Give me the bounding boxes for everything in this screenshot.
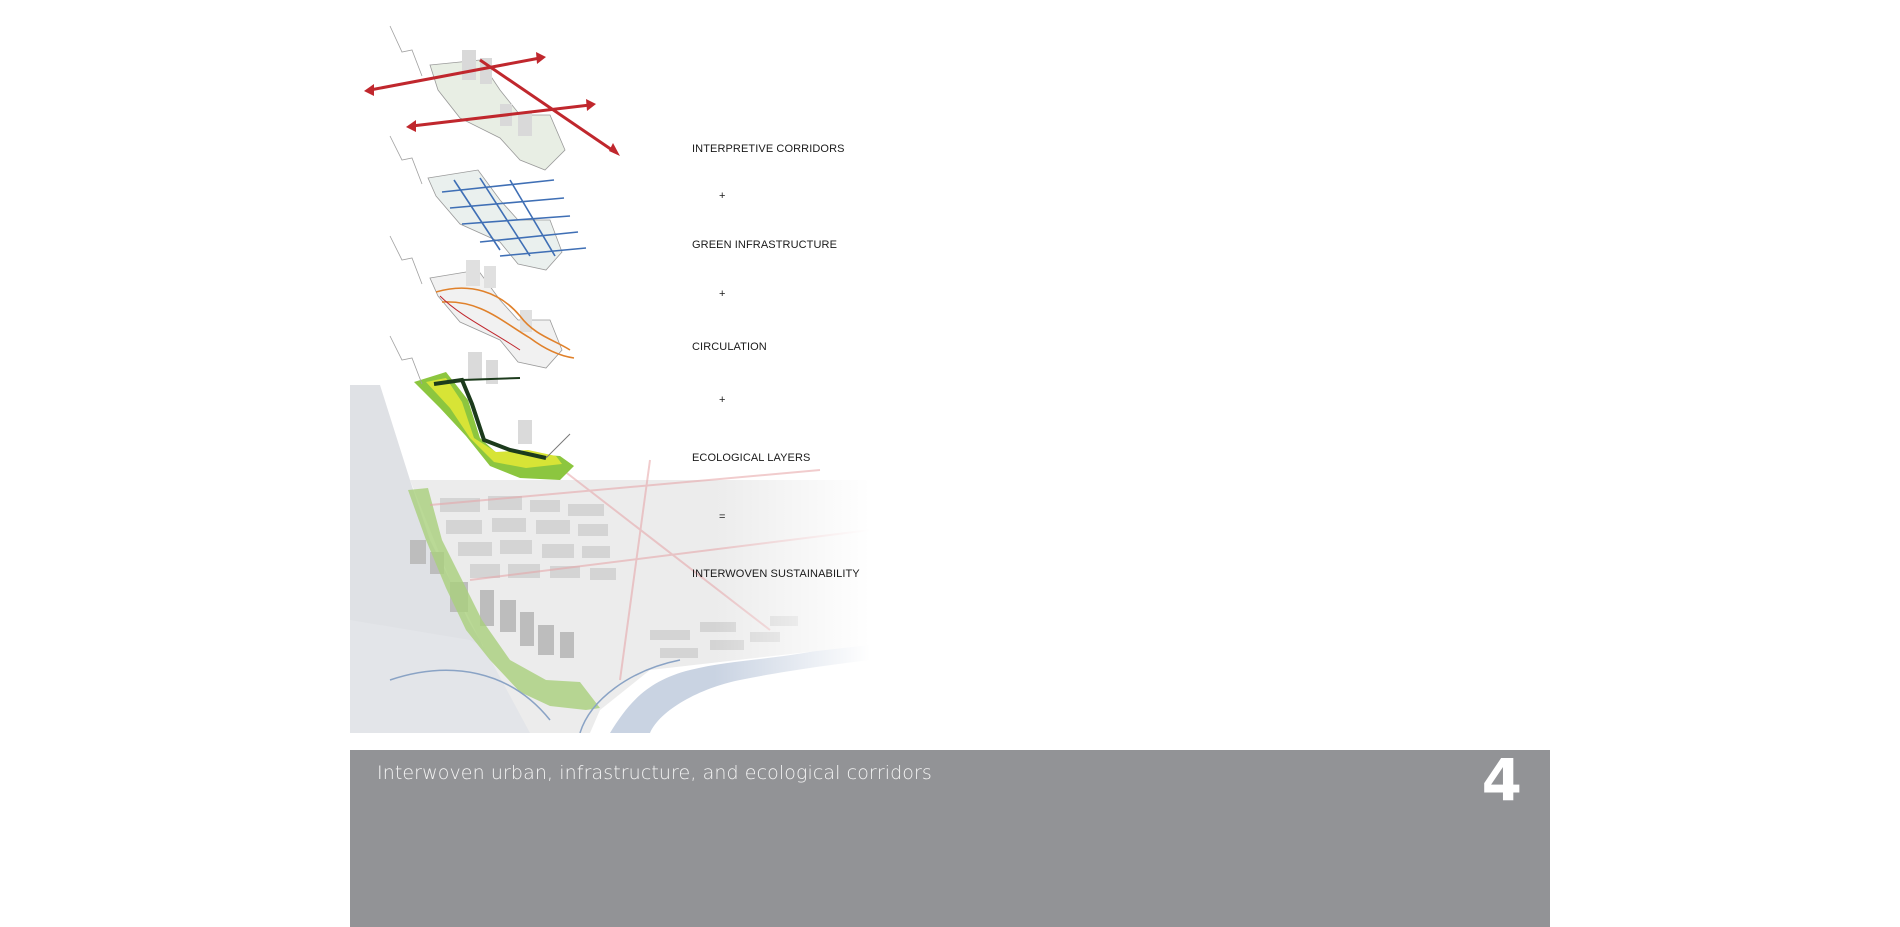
layer-ecological: [389, 335, 574, 480]
base-city-map: [350, 385, 870, 733]
equals-operator: =: [719, 511, 726, 523]
layer-label-circulation: CIRCULATION: [692, 341, 767, 353]
layer-label-ecological-layers: ECOLOGICAL LAYERS: [692, 452, 811, 464]
caption-band: Interwoven urban, infrastructure, and ec…: [350, 746, 1550, 927]
layer-green-infrastructure: [389, 135, 587, 271]
page-number: 4: [1481, 746, 1522, 814]
layer-circulation: [389, 235, 575, 369]
layer-interpretive-corridors: [364, 25, 620, 171]
plus-operator-1: +: [719, 190, 726, 202]
layer-label-green-infrastructure: GREEN INFRASTRUCTURE: [692, 239, 838, 251]
plus-operator-3: +: [719, 394, 726, 406]
plus-operator-2: +: [719, 288, 726, 300]
figure-caption: Interwoven urban, infrastructure, and ec…: [377, 762, 932, 784]
result-label-interwoven-sustainability: INTERWOVEN SUSTAINABILITY: [692, 568, 860, 580]
layer-label-interpretive-corridors: INTERPRETIVE CORRIDORS: [692, 143, 845, 155]
exploded-axonometric-diagram: [350, 25, 870, 733]
